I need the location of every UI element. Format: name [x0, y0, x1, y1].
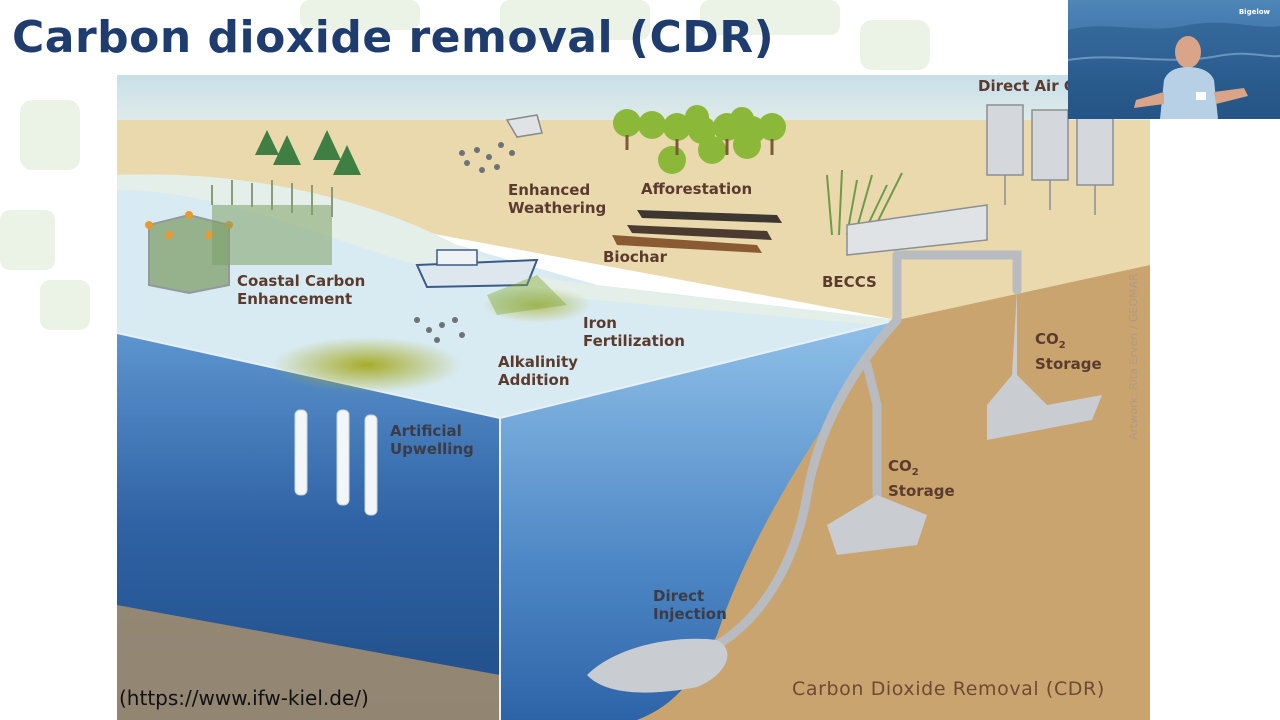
label-coastal-line1: Coastal Carbon — [237, 272, 366, 290]
slide-title: Carbon dioxide removal (CDR) — [12, 12, 775, 63]
storage-text: Storage — [888, 482, 955, 500]
label-coastal-line2: Enhancement — [237, 290, 353, 308]
biochar-rows — [612, 210, 782, 253]
label-upwelling-line1: Artificial — [390, 422, 462, 440]
label-enhanced-weathering-line2: Weathering — [508, 199, 607, 217]
cdr-illustration: Enhanced Weathering Afforestation Biocha… — [117, 75, 1150, 720]
label-upwelling-line2: Upwelling — [390, 440, 474, 458]
coastal-vegetation — [145, 130, 361, 295]
label-beccs: BECCS — [822, 273, 877, 291]
upwelling-pipes — [294, 409, 378, 516]
label-afforestation: Afforestation — [641, 180, 753, 198]
label-iron-line1: Iron — [583, 314, 617, 332]
label-artificial-upwelling: Artificial Upwelling — [390, 422, 474, 458]
label-enhanced-weathering: Enhanced Weathering — [508, 181, 606, 217]
co2-text: CO — [1035, 330, 1059, 348]
direct-air-capture-units — [986, 104, 1114, 215]
cdr-diagram-graphic — [117, 75, 1150, 720]
label-co2-storage-upper: CO2 Storage — [1035, 330, 1102, 373]
label-direct-injection: Direct Injection — [653, 587, 727, 623]
presenter-webcam: Bigelow — [1068, 0, 1280, 119]
presenter-video-frame — [1068, 22, 1280, 119]
afforestation-trees — [613, 105, 786, 174]
label-direct-injection-line2: Injection — [653, 605, 727, 623]
storage-text: Storage — [1035, 355, 1102, 373]
label-direct-air-capture: Direct Air C — [978, 77, 1075, 95]
ship — [414, 249, 567, 343]
source-citation: (https://www.ifw-kiel.de/) — [119, 686, 369, 710]
label-iron-line2: Fertilization — [583, 332, 685, 350]
label-biochar: Biochar — [603, 248, 667, 266]
weathering-rocks — [459, 114, 543, 173]
label-co2-storage-lower: CO2 Storage — [888, 457, 955, 500]
label-direct-injection-line1: Direct — [653, 587, 705, 605]
artwork-credit: Artwork: Rita Erven / GEOMAR — [1127, 273, 1140, 440]
label-iron-fertilization: Iron Fertilization — [583, 314, 685, 350]
webcam-brand-logo: Bigelow — [1238, 8, 1270, 16]
label-alkalinity-addition: Alkalinity Addition — [498, 353, 578, 389]
co2-text: CO — [888, 457, 912, 475]
beccs-plant — [826, 169, 988, 256]
label-enhanced-weathering-line1: Enhanced — [508, 181, 591, 199]
co2-subscript: 2 — [911, 467, 919, 478]
co2-subscript: 2 — [1058, 340, 1066, 351]
label-alkalinity-line2: Addition — [498, 371, 570, 389]
figure-caption: Carbon Dioxide Removal (CDR) — [792, 678, 1105, 700]
label-coastal-carbon: Coastal Carbon Enhancement — [237, 272, 365, 308]
label-alkalinity-line1: Alkalinity — [498, 353, 578, 371]
